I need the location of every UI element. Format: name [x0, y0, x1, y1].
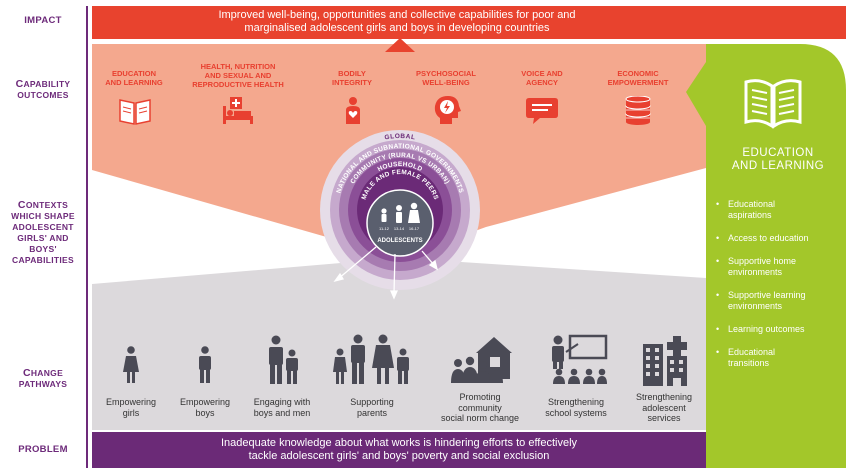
- services-building-icon: [643, 336, 687, 386]
- age-label-2: 13-14: [394, 226, 405, 231]
- open-book-icon: [744, 79, 802, 129]
- svg-text:GLOBAL: GLOBAL: [384, 133, 416, 142]
- impact-label: IMPACT: [24, 15, 62, 26]
- left-divider: [86, 6, 88, 468]
- problem-bar: [92, 432, 706, 468]
- problem-statement: Inadequate knowledge about what works is…: [220, 437, 578, 462]
- change-pathways-region: [92, 258, 706, 430]
- adolescents-label: ADOLESCENTS: [377, 238, 422, 244]
- capability-outcomes-label: CAPABILITY OUTCOMES: [15, 78, 71, 101]
- head-lightning-icon: [434, 96, 461, 124]
- problem-label: PROBLEM: [18, 444, 68, 455]
- adolescent-figures: [381, 202, 420, 223]
- community-icon: [451, 337, 512, 383]
- family-icon: [333, 334, 409, 384]
- change-pathways-label: CHANGE PATHWAYS: [18, 367, 68, 390]
- hospital-bed-icon: [223, 97, 253, 124]
- coins-icon: [625, 96, 651, 125]
- impact-bar: [92, 6, 846, 39]
- classroom-icon: [552, 334, 608, 384]
- boy-icon: [199, 346, 211, 383]
- girl-icon: [123, 346, 139, 383]
- ring-label-global: GLOBAL: [384, 133, 416, 142]
- contexts-label: CONTEXTS WHICH SHAPE ADOLESCENT GIRLS' A…: [11, 199, 75, 266]
- pathway-arrows: [333, 246, 439, 300]
- age-label-3: 16-17: [409, 226, 420, 231]
- man-and-boy-icon: [269, 335, 298, 384]
- list-item: Learning outcomes: [716, 324, 844, 335]
- speech-bubble-icon: [526, 98, 558, 124]
- contexts-circles: GLOBAL NATIONAL AND SUBNATIONAL GOVERNME…: [320, 130, 480, 300]
- age-label-1: 11-12: [379, 226, 390, 231]
- impact-pointer: [385, 38, 415, 52]
- list-item: Access to education: [716, 233, 844, 244]
- person-heart-icon: [346, 97, 360, 124]
- impact-statement: Improved well-being, opportunities and c…: [218, 9, 576, 34]
- book-icon: [119, 99, 151, 125]
